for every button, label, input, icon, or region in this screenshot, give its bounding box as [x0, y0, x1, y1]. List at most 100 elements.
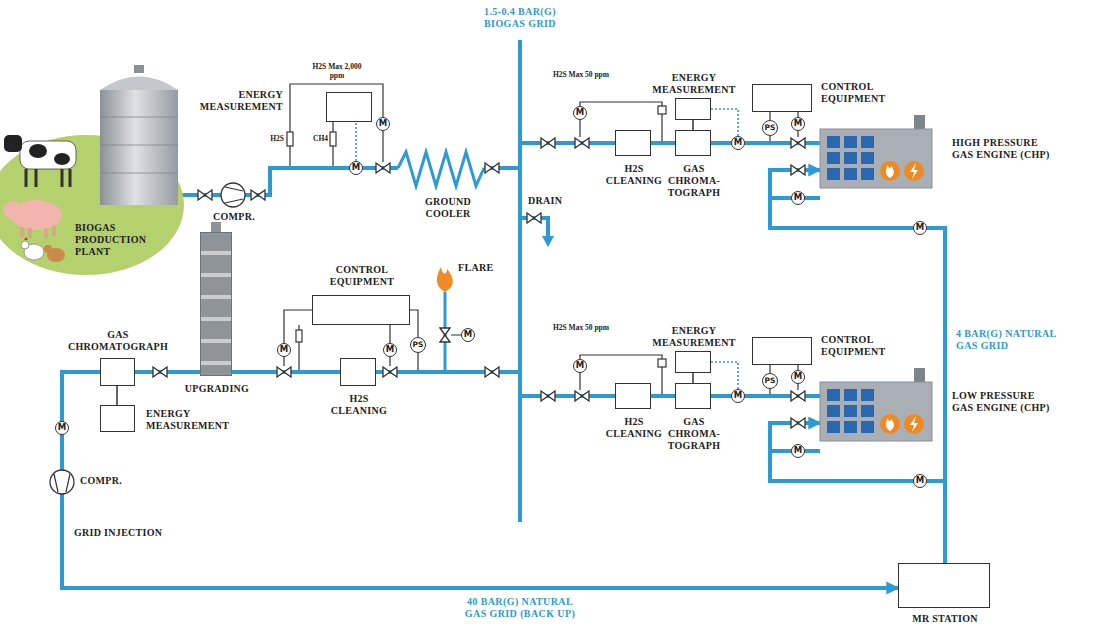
node-text: MR STATION — [899, 613, 991, 625]
node-text: LOW PRESSURE GAS ENGINE (CHP) — [952, 390, 1052, 414]
plant-illustration — [4, 135, 22, 152]
factory-icon — [844, 389, 857, 401]
gas-chromatograph-box: GAS CHROMA- TOGRAPH — [675, 130, 711, 156]
signal-line — [711, 362, 738, 389]
factory-icon — [844, 421, 857, 433]
factory-icon — [827, 136, 840, 148]
compressor-symbol — [221, 183, 245, 207]
biogas-pipe — [520, 394, 615, 398]
node-text: GAS CHROMATOGRAPH — [62, 329, 174, 353]
valve-symbol — [376, 163, 390, 173]
pipe-connector — [692, 120, 694, 130]
meter-symbol: M — [277, 343, 291, 357]
node-text: CONTROL EQUIPMENT — [821, 81, 903, 105]
meter-symbol: M — [791, 191, 805, 205]
node-text: CONTROL EQUIPMENT — [821, 334, 903, 358]
control-box: CONTROL EQUIPMENT — [312, 295, 410, 325]
pressure-switch-symbol: PS — [762, 120, 778, 136]
h2s-cleaning-box: H2S CLEANING — [340, 358, 376, 386]
valve-symbol — [791, 138, 805, 148]
plant-illustration — [29, 144, 47, 158]
mr-station-box: MR STATION — [898, 563, 990, 608]
node-text: H2S CLEANING — [603, 416, 665, 440]
limit-note: H2S Max 50 ppm — [552, 70, 610, 79]
sensor-label: CH4 — [304, 134, 328, 143]
meter-symbol: M — [731, 389, 745, 403]
flare-flame — [437, 267, 453, 292]
node-text: H2S CLEANING — [328, 393, 390, 417]
factory-icon — [861, 136, 874, 148]
energy-meter-box: ENERGY MEASUREMENT — [326, 92, 372, 122]
valve-symbol — [251, 190, 265, 200]
valve-symbol — [153, 138, 805, 428]
sensor-symbol — [296, 330, 302, 342]
factory-icon — [880, 161, 900, 181]
factory-icon — [861, 421, 874, 433]
drain-pipe — [520, 218, 548, 238]
valve-symbol — [791, 165, 805, 175]
h2s-cleaning-box: H2S CLEANING — [615, 130, 651, 156]
pressure-switch-symbol: PS — [410, 337, 426, 353]
factory-icon — [844, 152, 857, 164]
control-box: CONTROL EQUIPMENT — [752, 84, 812, 112]
valve-symbol — [440, 328, 450, 342]
node-text: GAS CHROMA- TOGRAPH — [665, 416, 723, 452]
signal-line — [711, 109, 738, 136]
plant-illustration — [44, 245, 52, 253]
sensor-symbol — [658, 106, 666, 114]
factory-icon — [827, 152, 840, 164]
factory-icon — [820, 115, 938, 188]
plant-illustration — [100, 77, 178, 91]
valve-symbol — [153, 367, 167, 377]
meter-symbol: M — [349, 161, 363, 175]
sensor-symbol — [330, 132, 336, 146]
pipe-connector — [116, 386, 118, 405]
pressure-switch-symbol: PS — [762, 373, 778, 389]
pipe-connector — [651, 141, 675, 145]
compressor-symbol — [50, 470, 74, 494]
pipe-connector — [651, 394, 675, 398]
plant-illustration — [3, 201, 21, 219]
node-text: ENERGY MEASUREMENT — [146, 408, 242, 432]
plant-illustration — [54, 153, 70, 165]
meter-symbol: M — [376, 117, 390, 131]
node-text: H2S CLEANING — [603, 163, 665, 187]
h2s-cleaning-box: H2S CLEANING — [615, 383, 651, 409]
gas-engine: LOW PRESSURE GAS ENGINE (CHP) — [820, 368, 938, 441]
factory-icon — [844, 405, 857, 417]
limit-note: H2S Max 2,000 ppm — [306, 62, 368, 80]
pressure-label: 4 BAR(G) NATURAL GAS GRID — [956, 328, 1076, 352]
meter-symbol: M — [383, 343, 397, 357]
meter-symbol: M — [791, 117, 805, 131]
drain-label: DRAIN — [528, 195, 572, 207]
factory-icon — [827, 405, 840, 417]
pipe-connector — [770, 170, 945, 563]
compressor-label: COMPR. — [213, 211, 255, 223]
factory-icon — [886, 418, 894, 431]
pipe-connector — [692, 373, 694, 383]
node-text: CONTROL EQUIPMENT — [322, 264, 402, 288]
compressor-label: COMPR. — [80, 475, 130, 487]
sensor-label: H2S — [262, 134, 284, 143]
valve-symbol — [527, 213, 541, 223]
valve-symbol — [541, 138, 555, 148]
plant-illustration — [21, 241, 29, 249]
node-text: GAS CHROMA- TOGRAPH — [665, 163, 723, 199]
factory-icon — [886, 165, 894, 178]
node-text: ENERGY MEASUREMENT — [646, 72, 742, 96]
signal-line — [355, 122, 357, 161]
pipe-connector — [770, 423, 945, 563]
node-text: BIOGAS PRODUCTION PLANT — [75, 222, 167, 258]
limit-note: H2S Max 50 ppm — [552, 323, 610, 332]
meter-symbol: M — [731, 136, 745, 150]
factory-icon — [844, 168, 857, 180]
plant-illustration — [100, 90, 178, 205]
upgrading-column: UPGRADING — [200, 232, 232, 376]
factory-icon — [910, 163, 918, 179]
cooler-label: GROUND COOLER — [408, 196, 488, 220]
sensor-symbol — [658, 359, 666, 367]
plant-illustration — [22, 226, 54, 238]
factory-icon — [827, 389, 840, 401]
